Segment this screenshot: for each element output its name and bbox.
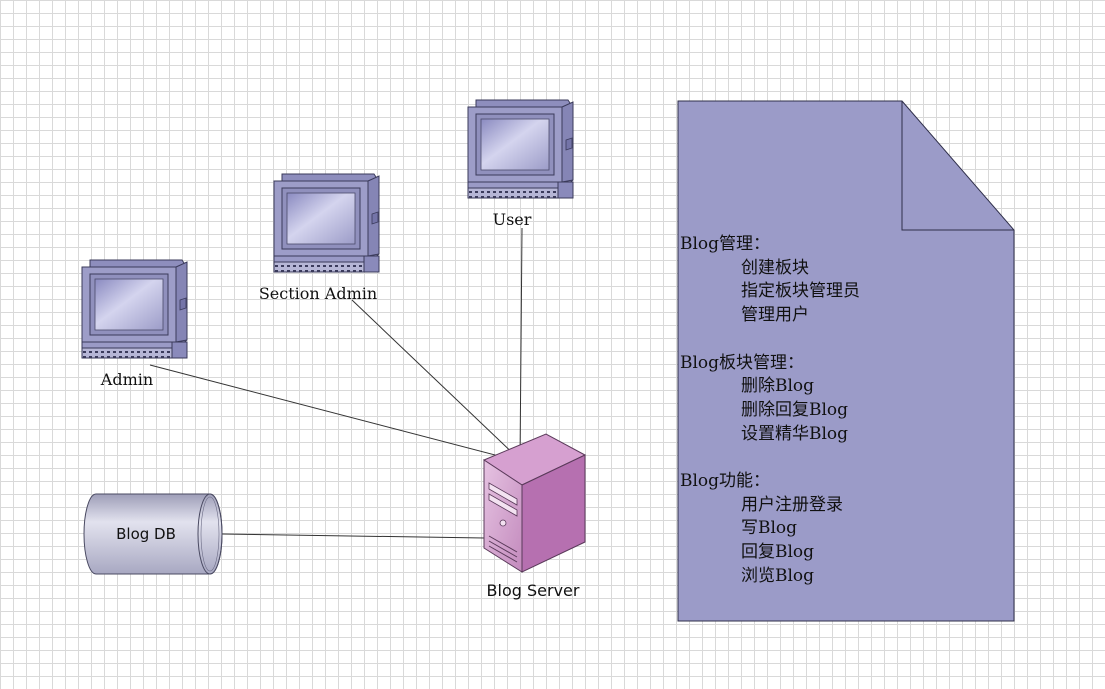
admin-computer-icon [81,259,188,359]
note-section-section-management: Blog板块管理： 删除Blog 删除回复Blog 设置精华Blog [680,352,1010,447]
admin-label: Admin [100,370,153,389]
note-item: 管理用户 [741,305,809,326]
link-db-server [221,533,485,539]
note-item: 写Blog [741,518,798,539]
database-label: Blog DB [116,525,176,543]
note-item: 指定板块管理员 [741,281,860,302]
server-icon [482,433,587,573]
section-admin-label: Section Admin [259,284,377,303]
database-icon [83,493,223,575]
note-section-title: Blog管理： [680,234,771,254]
note-content: Blog管理： 创建板块 指定板块管理员 管理用户 Blog板块管理： 删除Bl… [680,233,1010,612]
note-document-shape [677,100,1015,622]
link-user-server [519,227,523,463]
user-computer-icon [467,99,574,199]
note-section-title: Blog板块管理： [680,352,805,373]
note-item: 删除Blog [741,376,815,397]
note-item: 删除回复Blog [741,399,849,420]
link-section-admin-server [351,299,523,463]
server-label: Blog Server [487,581,580,600]
note-item: 浏览Blog [741,565,815,586]
section-admin-computer-icon [273,173,380,273]
link-admin-server [149,364,523,463]
note-item: 用户注册登录 [741,494,843,515]
note-section-blog-management: Blog管理： 创建板块 指定板块管理员 管理用户 [680,233,1010,328]
note-section-blog-features: Blog功能： 用户注册登录 写Blog 回复Blog 浏览Blog [680,470,1010,589]
note-item: 创建板块 [741,257,809,278]
note-item: 回复Blog [741,542,815,563]
note-section-title: Blog功能： [680,471,771,491]
note-item: 设置精华Blog [741,423,849,444]
user-label: User [493,210,532,229]
